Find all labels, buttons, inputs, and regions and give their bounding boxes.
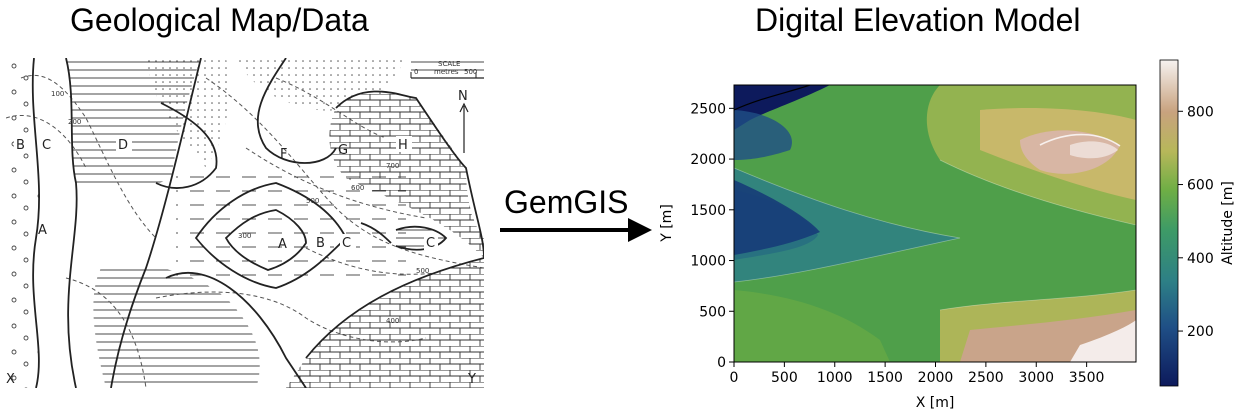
x-tick-label: 3500 — [1069, 370, 1105, 386]
y-tick-label: 2000 — [690, 152, 726, 168]
contour-label-400: 400 — [386, 317, 399, 325]
colorbar-tick-label: 800 — [1187, 104, 1214, 120]
unit-label-b-left: B — [16, 138, 25, 153]
scale-max: 500 — [464, 68, 477, 76]
y-axis: 0 500 1000 1500 2000 2500 — [690, 101, 734, 371]
unit-label-h: H — [398, 138, 408, 153]
x-tick-label: 2000 — [918, 370, 954, 386]
contour-label-500: 500 — [306, 197, 319, 205]
x-tick-label: 1500 — [867, 370, 903, 386]
contour-label-500-right: 500 — [416, 267, 429, 275]
colorbar-tick-label: 200 — [1187, 324, 1214, 340]
y-tick-label: 1000 — [690, 254, 726, 270]
y-tick-label: 0 — [717, 355, 726, 371]
y-tick-label: 1500 — [690, 203, 726, 219]
scale-min: 0 — [414, 68, 418, 76]
unit-label-a-center: A — [278, 237, 287, 252]
colorbar-tick-label: 600 — [1187, 178, 1214, 194]
scale-unit: metres — [434, 68, 459, 76]
colorbar-label: Altitude [m] — [1220, 181, 1236, 265]
unit-label-c-right: C — [426, 236, 435, 251]
dem-chart: 0 500 1000 1500 2000 2500 3000 3500 0 500 1000 150… — [659, 59, 1236, 411]
unit-label-b-center: B — [316, 236, 325, 251]
x-tick-label: 1000 — [817, 370, 853, 386]
unit-label-c-center: C — [342, 236, 351, 251]
unit-h-lower-brick-area — [286, 258, 484, 388]
corner-label-y: Y — [467, 372, 476, 387]
x-axis-label: X [m] — [916, 395, 955, 411]
contour-label-100: 100 — [51, 90, 64, 98]
x-axis: 0 500 1000 1500 2000 2500 3000 3500 — [730, 362, 1105, 386]
colorbar-axis: 200 400 600 800 — [1178, 104, 1214, 340]
dem-raster — [734, 85, 1136, 362]
colorbar — [1159, 59, 1179, 387]
x-tick-label: 0 — [730, 370, 739, 386]
north-label: N — [458, 89, 468, 104]
unit-top-right-lines — [411, 58, 484, 78]
unit-label-c-left: C — [42, 138, 51, 153]
right-panel-title: Digital Elevation Model — [755, 2, 1081, 38]
plot-frame — [733, 84, 1137, 363]
unit-label-g: G — [338, 143, 348, 158]
unit-h-brick-area — [329, 91, 484, 258]
left-panel-title: Geological Map/Data — [70, 2, 369, 38]
scale-label: SCALE — [438, 60, 460, 68]
y-axis-label: Y [m] — [659, 204, 675, 243]
contour-label-200: 200 — [68, 118, 81, 126]
conversion-arrow: GemGIS — [496, 180, 656, 250]
geological-map: SCALE metres 0 500 N B C D A F G H A B C… — [6, 58, 484, 388]
unit-label-a-left: A — [38, 223, 47, 238]
contour-label-600: 600 — [351, 184, 364, 192]
y-tick-label: 2500 — [690, 101, 726, 117]
center-spot-height: 300 — [238, 232, 251, 240]
y-tick-label: 500 — [699, 304, 726, 320]
colorbar-tick-label: 400 — [1187, 251, 1214, 267]
x-tick-label: 500 — [771, 370, 798, 386]
arrow-head-icon — [628, 218, 652, 242]
corner-label-x: X — [6, 372, 15, 387]
gemgis-label: GemGIS — [504, 184, 629, 220]
contour-label-700: 700 — [386, 162, 399, 170]
unit-label-f: F — [280, 147, 287, 162]
x-tick-label: 2500 — [968, 370, 1004, 386]
unit-label-d: D — [118, 138, 128, 153]
x-tick-label: 3000 — [1018, 370, 1054, 386]
